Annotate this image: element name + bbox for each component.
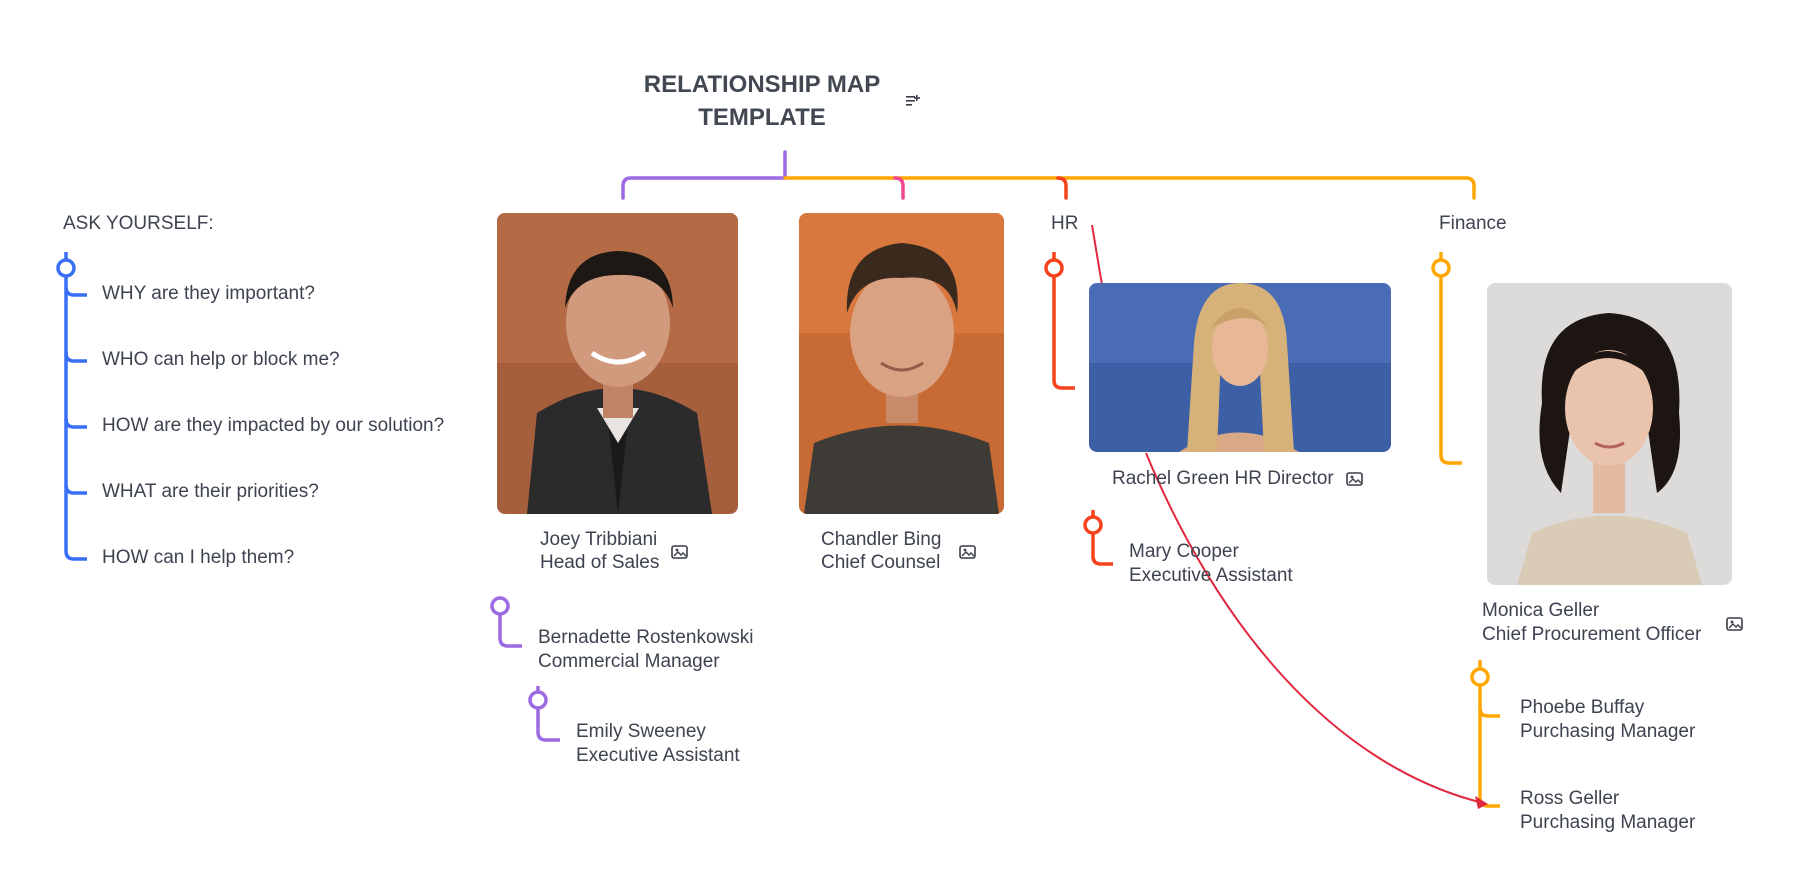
phoebe-name: Phoebe Buffay bbox=[1520, 697, 1645, 718]
ask-tree-node bbox=[56, 258, 76, 278]
ross-role: Purchasing Manager bbox=[1520, 812, 1696, 833]
branch-line-joey bbox=[621, 150, 787, 200]
rachel-label: Rachel Green HR Director bbox=[1112, 468, 1334, 489]
mary-role: Executive Assistant bbox=[1129, 565, 1293, 586]
node-emily bbox=[528, 690, 548, 710]
photo-joey[interactable] bbox=[497, 213, 738, 514]
question-item: WHO can help or block me? bbox=[102, 349, 340, 370]
question-item: WHY are they important? bbox=[102, 283, 315, 304]
branch-line-hr bbox=[1056, 176, 1068, 200]
phoebe-role: Purchasing Manager bbox=[1520, 721, 1696, 742]
title-line-1: RELATIONSHIP MAP bbox=[643, 71, 881, 98]
emily-role: Executive Assistant bbox=[576, 745, 740, 766]
chandler-role: Chief Counsel bbox=[821, 552, 941, 573]
photo-rachel[interactable] bbox=[1089, 283, 1391, 452]
notes-icon[interactable] bbox=[906, 95, 920, 107]
image-icon[interactable] bbox=[1346, 472, 1363, 486]
connector-hr-top bbox=[1091, 224, 1103, 286]
photo-chandler[interactable] bbox=[799, 213, 1004, 514]
question-item: HOW can I help them? bbox=[102, 547, 295, 568]
mary-name: Mary Cooper bbox=[1129, 541, 1239, 562]
ask-heading: ASK YOURSELF: bbox=[63, 213, 214, 234]
emily-name: Emily Sweeney bbox=[576, 721, 706, 742]
ross-name: Ross Geller bbox=[1520, 788, 1620, 809]
branch-line-chandler bbox=[893, 176, 905, 200]
image-icon[interactable] bbox=[1726, 617, 1743, 631]
ask-tree-line bbox=[64, 252, 87, 561]
node-hr bbox=[1044, 258, 1064, 278]
node-mary bbox=[1083, 515, 1103, 535]
joey-role: Head of Sales bbox=[540, 552, 660, 573]
monica-role: Chief Procurement Officer bbox=[1482, 624, 1702, 645]
image-icon[interactable] bbox=[671, 545, 688, 559]
joey-name: Joey Tribbiani bbox=[540, 529, 658, 550]
bernadette-name: Bernadette Rostenkowski bbox=[538, 627, 754, 648]
question-item: WHAT are their priorities? bbox=[102, 481, 319, 502]
bernadette-role: Commercial Manager bbox=[538, 651, 720, 672]
page-title: RELATIONSHIP MAP TEMPLATE bbox=[612, 68, 912, 134]
node-bernadette bbox=[490, 596, 510, 616]
branch-line-main bbox=[783, 176, 1476, 200]
node-procurement bbox=[1470, 667, 1490, 687]
photo-monica[interactable] bbox=[1487, 283, 1732, 585]
connector-arrowhead bbox=[1475, 796, 1488, 809]
title-line-2: TEMPLATE bbox=[698, 104, 826, 131]
question-item: HOW are they impacted by our solution? bbox=[102, 415, 445, 436]
monica-name: Monica Geller bbox=[1482, 600, 1600, 621]
node-finance bbox=[1431, 258, 1451, 278]
branch-finance-label: Finance bbox=[1439, 213, 1507, 234]
branch-hr-label: HR bbox=[1051, 213, 1079, 234]
connector-rachel-ross bbox=[1145, 452, 1484, 804]
image-icon[interactable] bbox=[959, 545, 976, 559]
chandler-name: Chandler Bing bbox=[821, 529, 942, 550]
